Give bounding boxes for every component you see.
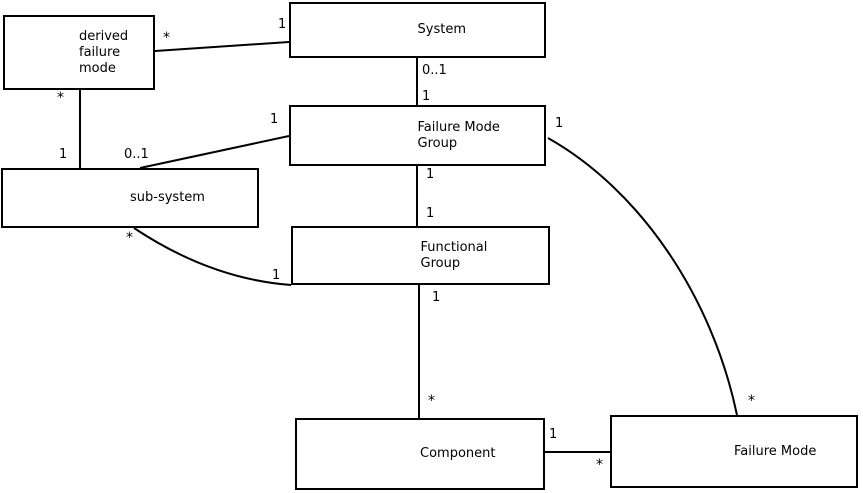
- multiplicity-derived-failure-mode-to-sub-system-source: *: [57, 90, 64, 106]
- multiplicity-derived-failure-mode-to-system-target: 1: [278, 17, 287, 32]
- multiplicity-system-to-failure-mode-group-source: 0..1: [422, 63, 447, 78]
- multiplicity-component-to-failure-mode-source: 1: [549, 427, 558, 442]
- multiplicity-component-to-failure-mode-target: *: [596, 457, 603, 473]
- multiplicity-functional-group-to-component-source: 1: [432, 290, 441, 305]
- class-box-label: derived failure mode: [79, 28, 129, 76]
- multiplicity-sub-system-to-functional-group-target: 1: [272, 268, 281, 283]
- class-box-label: System: [417, 22, 466, 37]
- multiplicity-sub-system-to-functional-group-source: *: [126, 230, 133, 246]
- class-box-sub-system[interactable]: sub-system: [1, 168, 259, 228]
- multiplicity-sub-system-to-failure-mode-group-source: 0..1: [124, 147, 149, 162]
- class-box-label: Failure Mode: [734, 443, 817, 459]
- class-box-label: sub-system: [130, 190, 205, 205]
- association-sub-system-to-functional-group[interactable]: [133, 227, 292, 286]
- association-derived-failure-mode-to-system[interactable]: [154, 41, 290, 52]
- class-box-derived-failure-mode[interactable]: derived failure mode: [3, 15, 155, 90]
- multiplicity-failure-mode-group-to-failure-mode-target: *: [748, 393, 755, 409]
- class-box-label: Functional Group: [420, 239, 488, 271]
- multiplicity-failure-mode-group-to-functional-group-source: 1: [426, 167, 435, 182]
- association-failure-mode-group-to-failure-mode[interactable]: [547, 137, 738, 416]
- class-box-label: Failure Mode Group: [417, 119, 500, 151]
- multiplicity-system-to-failure-mode-group-target: 1: [422, 89, 431, 104]
- multiplicity-failure-mode-group-to-functional-group-target: 1: [426, 206, 435, 221]
- association-sub-system-to-failure-mode-group[interactable]: [139, 135, 290, 169]
- class-box-system[interactable]: System: [289, 2, 546, 58]
- multiplicity-derived-failure-mode-to-sub-system-target: 1: [59, 147, 68, 162]
- class-box-component[interactable]: Component: [295, 418, 545, 490]
- multiplicity-sub-system-to-failure-mode-group-target: 1: [270, 112, 279, 127]
- class-box-functional-group[interactable]: Functional Group: [291, 226, 550, 285]
- multiplicity-functional-group-to-component-target: *: [428, 393, 435, 409]
- multiplicity-failure-mode-group-to-failure-mode-source: 1: [555, 116, 564, 131]
- class-box-label: Component: [420, 446, 496, 461]
- class-box-failure-mode-group[interactable]: Failure Mode Group: [289, 105, 546, 166]
- class-box-failure-mode[interactable]: Failure Mode: [610, 415, 858, 488]
- multiplicity-derived-failure-mode-to-system-source: *: [163, 30, 170, 46]
